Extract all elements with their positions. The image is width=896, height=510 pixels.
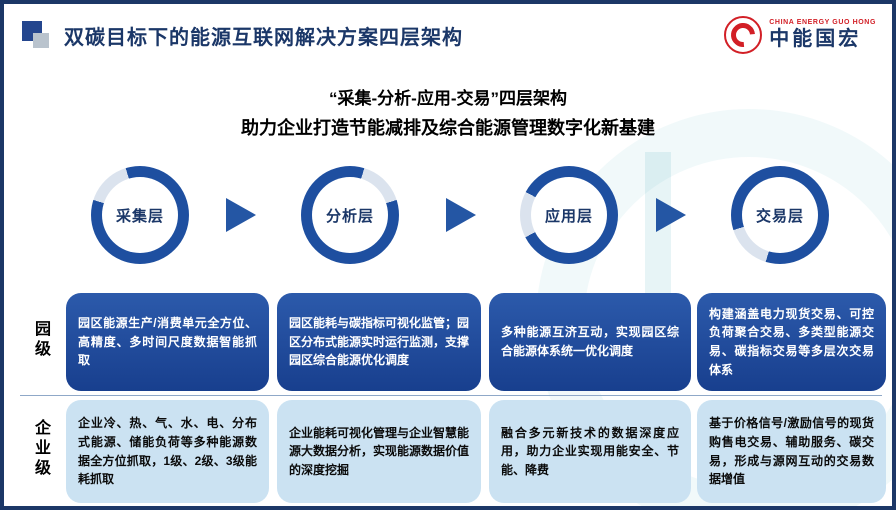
card-campus-apply: 多种能源互济互动，实现园区综合能源体系统一优化调度	[489, 293, 691, 391]
row-label-campus: 园级	[32, 320, 49, 360]
logo-zh-text: 中能国宏	[769, 27, 862, 50]
card-enterprise-analyze: 企业能耗可视化管理与企业智慧能源大数据分析，实现能源数据价值的深度挖掘	[277, 400, 481, 503]
layer-circle-collect: 采集层	[91, 166, 189, 264]
layer-label-apply: 应用层	[531, 177, 607, 253]
card-campus-analyze: 园区能耗与碳指标可视化监管；园区分布式能源实时运行监测，支撑园区综合能源优化调度	[277, 293, 481, 391]
card-campus-collect: 园区能源生产/消费单元全方位、高精度、多时间尺度数据智能抓取	[66, 293, 269, 391]
card-text: 园区能源生产/消费单元全方位、高精度、多时间尺度数据智能抓取	[78, 316, 257, 368]
arrow-right-icon	[446, 198, 476, 232]
company-emblem-icon	[724, 16, 763, 54]
layer-label-collect: 采集层	[102, 177, 178, 253]
layer-circle-apply: 应用层	[520, 166, 618, 264]
card-text: 园区能耗与碳指标可视化监管；园区分布式能源实时运行监测，支撑园区综合能源优化调度	[289, 316, 470, 368]
title-squares-icon	[22, 19, 52, 51]
logo-en-text: CHINA ENERGY GUO HONG	[769, 19, 876, 27]
card-text: 多种能源互济互动，实现园区综合能源体系统一优化调度	[501, 325, 679, 358]
card-text: 融合多元新技术的数据深度应用，助力企业实现用能安全、节能、降费	[501, 425, 679, 477]
card-text: 构建涵盖电力现货交易、可控负荷聚合交易、多类型能源交易、碳指标交易等多层次交易体…	[709, 306, 874, 377]
row-separator	[20, 395, 882, 396]
company-logo-text: CHINA ENERGY GUO HONG 中能国宏	[769, 19, 876, 50]
card-campus-trade: 构建涵盖电力现货交易、可控负荷聚合交易、多类型能源交易、碳指标交易等多层次交易体…	[697, 293, 886, 391]
page-title: 双碳目标下的能源互联网解决方案四层架构	[64, 26, 463, 49]
card-enterprise-trade: 基于价格信号/激励信号的现货购售电交易、辅助服务、碳交易，形成与源网互动的交易数…	[697, 400, 886, 503]
card-text: 企业冷、热、气、水、电、分布式能源、储能负荷等多种能源数据全方位抓取，1级、2级…	[78, 416, 257, 487]
subtitle-architecture: “采集-分析-应用-交易”四层架构	[329, 89, 567, 108]
card-enterprise-collect: 企业冷、热、气、水、电、分布式能源、储能负荷等多种能源数据全方位抓取，1级、2级…	[66, 400, 269, 503]
layer-label-analyze: 分析层	[312, 177, 388, 253]
layer-label-trade: 交易层	[742, 177, 818, 253]
row-label-enterprise: 企业级	[32, 419, 49, 479]
card-text: 企业能耗可视化管理与企业智慧能源大数据分析，实现能源数据价值的深度挖掘	[289, 425, 470, 477]
header: 双碳目标下的能源互联网解决方案四层架构 CHINA ENERGY GUO HON…	[4, 4, 892, 66]
title-square-light	[33, 33, 49, 48]
card-enterprise-apply: 融合多元新技术的数据深度应用，助力企业实现用能安全、节能、降费	[489, 400, 691, 503]
arrow-right-icon	[226, 198, 256, 232]
layer-circle-analyze: 分析层	[301, 166, 399, 264]
subtitle-mission: 助力企业打造节能减排及综合能源管理数字化新基建	[241, 118, 655, 138]
card-text: 基于价格信号/激励信号的现货购售电交易、辅助服务、碳交易，形成与源网互动的交易数…	[709, 416, 874, 487]
company-logo: CHINA ENERGY GUO HONG 中能国宏	[724, 16, 876, 54]
arrow-right-icon	[656, 198, 686, 232]
layer-circle-trade: 交易层	[731, 166, 829, 264]
